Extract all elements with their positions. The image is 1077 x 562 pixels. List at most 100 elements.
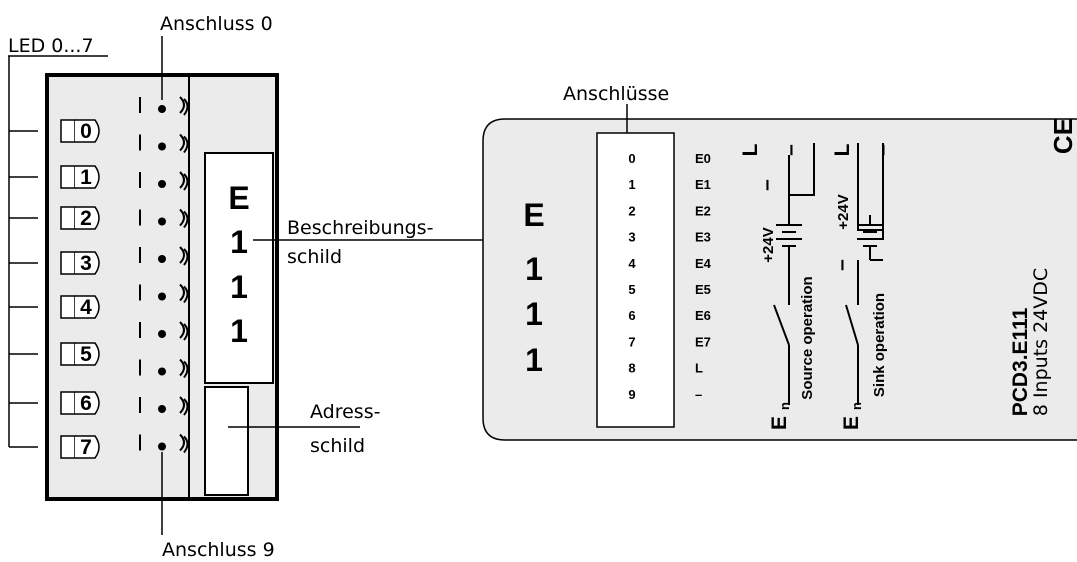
description-card — [482, 118, 1077, 441]
pin-dot-8 — [158, 405, 166, 413]
led-number-tab-7 — [75, 435, 100, 459]
source-minus: – — [755, 179, 778, 191]
module-label-char-0: E — [228, 180, 249, 216]
led-number-tab-5 — [75, 342, 100, 366]
card-char-1: 1 — [525, 251, 543, 287]
led-number-tab-3 — [75, 251, 100, 275]
led-number-4: 4 — [80, 296, 92, 319]
pin-clip-b-2 — [183, 173, 189, 191]
led-indicator-3 — [60, 251, 76, 275]
led-indicator-5 — [60, 342, 76, 366]
terminal-number-1: 1 — [628, 177, 635, 192]
led-number-tab-6 — [75, 391, 100, 415]
terminal-number-0: 0 — [628, 151, 635, 166]
signal-name-7: E7 — [695, 334, 711, 349]
module-address-label — [204, 386, 249, 496]
pin-clip-a-2 — [179, 171, 185, 189]
card-char-3: 1 — [525, 342, 543, 378]
terminal-pins — [139, 96, 189, 454]
led-indicator-6 — [60, 391, 76, 415]
led-number-0: 0 — [80, 120, 92, 143]
source-en-label: E — [768, 416, 791, 430]
led-number-3: 3 — [80, 252, 92, 275]
led-number-tab-4 — [75, 295, 100, 319]
signal-name-9: – — [695, 387, 702, 402]
pin-clip-b-6 — [183, 323, 189, 341]
led-number-7: 7 — [80, 436, 92, 459]
pin-dot-3 — [158, 217, 166, 226]
signal-name-5: E5 — [695, 282, 711, 297]
card-char-2: 1 — [525, 296, 543, 332]
pin-dot-0 — [158, 105, 166, 113]
sink-en-label: E — [840, 416, 863, 430]
pin-clip-b-1 — [183, 135, 189, 154]
pin-clip-b-0 — [183, 98, 189, 116]
model-description: 8 Inputs 24VDC — [1030, 268, 1052, 416]
sink-operation-label: Sink operation — [871, 293, 888, 397]
anschluss-0-label: Anschluss 0 — [160, 13, 273, 35]
led-number-2: 2 — [80, 207, 92, 230]
led-number-tab-0 — [75, 119, 100, 143]
source-en-subscript: n — [777, 402, 792, 410]
source-minus-marker: – — [779, 144, 802, 156]
card-char-0: E — [523, 197, 544, 233]
beschreibung-label-2: schild — [287, 246, 342, 268]
signal-name-3: E3 — [695, 230, 711, 245]
pin-dot-7 — [158, 367, 166, 376]
sink-24v: +24V — [835, 194, 852, 229]
led-indicator-2 — [60, 206, 76, 230]
source-24v: +24V — [760, 227, 777, 262]
led-number-6: 6 — [80, 392, 92, 415]
pin-clip-b-8 — [183, 398, 189, 416]
module-label-char-2: 1 — [230, 269, 248, 305]
pin-clip-a-6 — [179, 321, 185, 339]
pin-clip-b-7 — [183, 360, 189, 379]
source-circuit — [773, 143, 815, 405]
sink-circuit — [845, 143, 884, 405]
sink-en-subscript: n — [849, 402, 864, 410]
signal-name-0: E0 — [695, 151, 711, 166]
led-label: LED 0...7 — [8, 35, 94, 57]
pin-clip-b-9 — [183, 435, 189, 454]
pin-dot-2 — [158, 180, 166, 188]
signal-name-4: E4 — [695, 256, 712, 271]
terminal-number-8: 8 — [628, 361, 635, 376]
signal-name-8: L — [695, 361, 703, 376]
led-number-tab-1 — [75, 165, 100, 189]
pin-clip-a-4 — [179, 246, 185, 264]
led-ticks — [9, 130, 38, 448]
adress-label-2: schild — [310, 435, 365, 457]
signal-name-6: E6 — [695, 308, 711, 323]
pin-clip-a-5 — [179, 283, 185, 302]
source-operation-label: Source operation — [799, 276, 816, 399]
sink-L-marker: L — [831, 143, 854, 156]
terminal-number-5: 5 — [628, 282, 635, 297]
terminal-number-7: 7 — [628, 334, 635, 349]
led-indicator-1 — [60, 165, 76, 189]
pin-clip-a-0 — [179, 96, 185, 114]
anschluesse-label: Anschlüsse — [563, 83, 669, 105]
pin-clip-a-1 — [179, 133, 185, 152]
anschluss-9-label: Anschluss 9 — [162, 539, 275, 561]
signal-name-2: E2 — [695, 203, 711, 218]
pin-clip-a-8 — [179, 396, 185, 414]
terminal-box — [596, 132, 675, 428]
pin-clip-b-5 — [183, 285, 189, 304]
pin-dot-9 — [158, 442, 166, 451]
module-label-char-3: 1 — [230, 313, 248, 349]
pin-dot-6 — [158, 330, 166, 338]
led-number-tab-2 — [75, 206, 100, 230]
beschreibung-label-1: Beschreibungs- — [287, 217, 433, 239]
pin-dot-1 — [158, 142, 166, 151]
led-number-1: 1 — [80, 166, 92, 189]
led-indicator-0 — [60, 119, 76, 143]
pin-clip-b-3 — [183, 210, 189, 229]
module-label-char-1: 1 — [230, 224, 248, 260]
adress-label-1: Adress- — [310, 401, 380, 423]
terminal-number-9: 9 — [628, 387, 635, 402]
terminal-number-3: 3 — [628, 230, 635, 245]
